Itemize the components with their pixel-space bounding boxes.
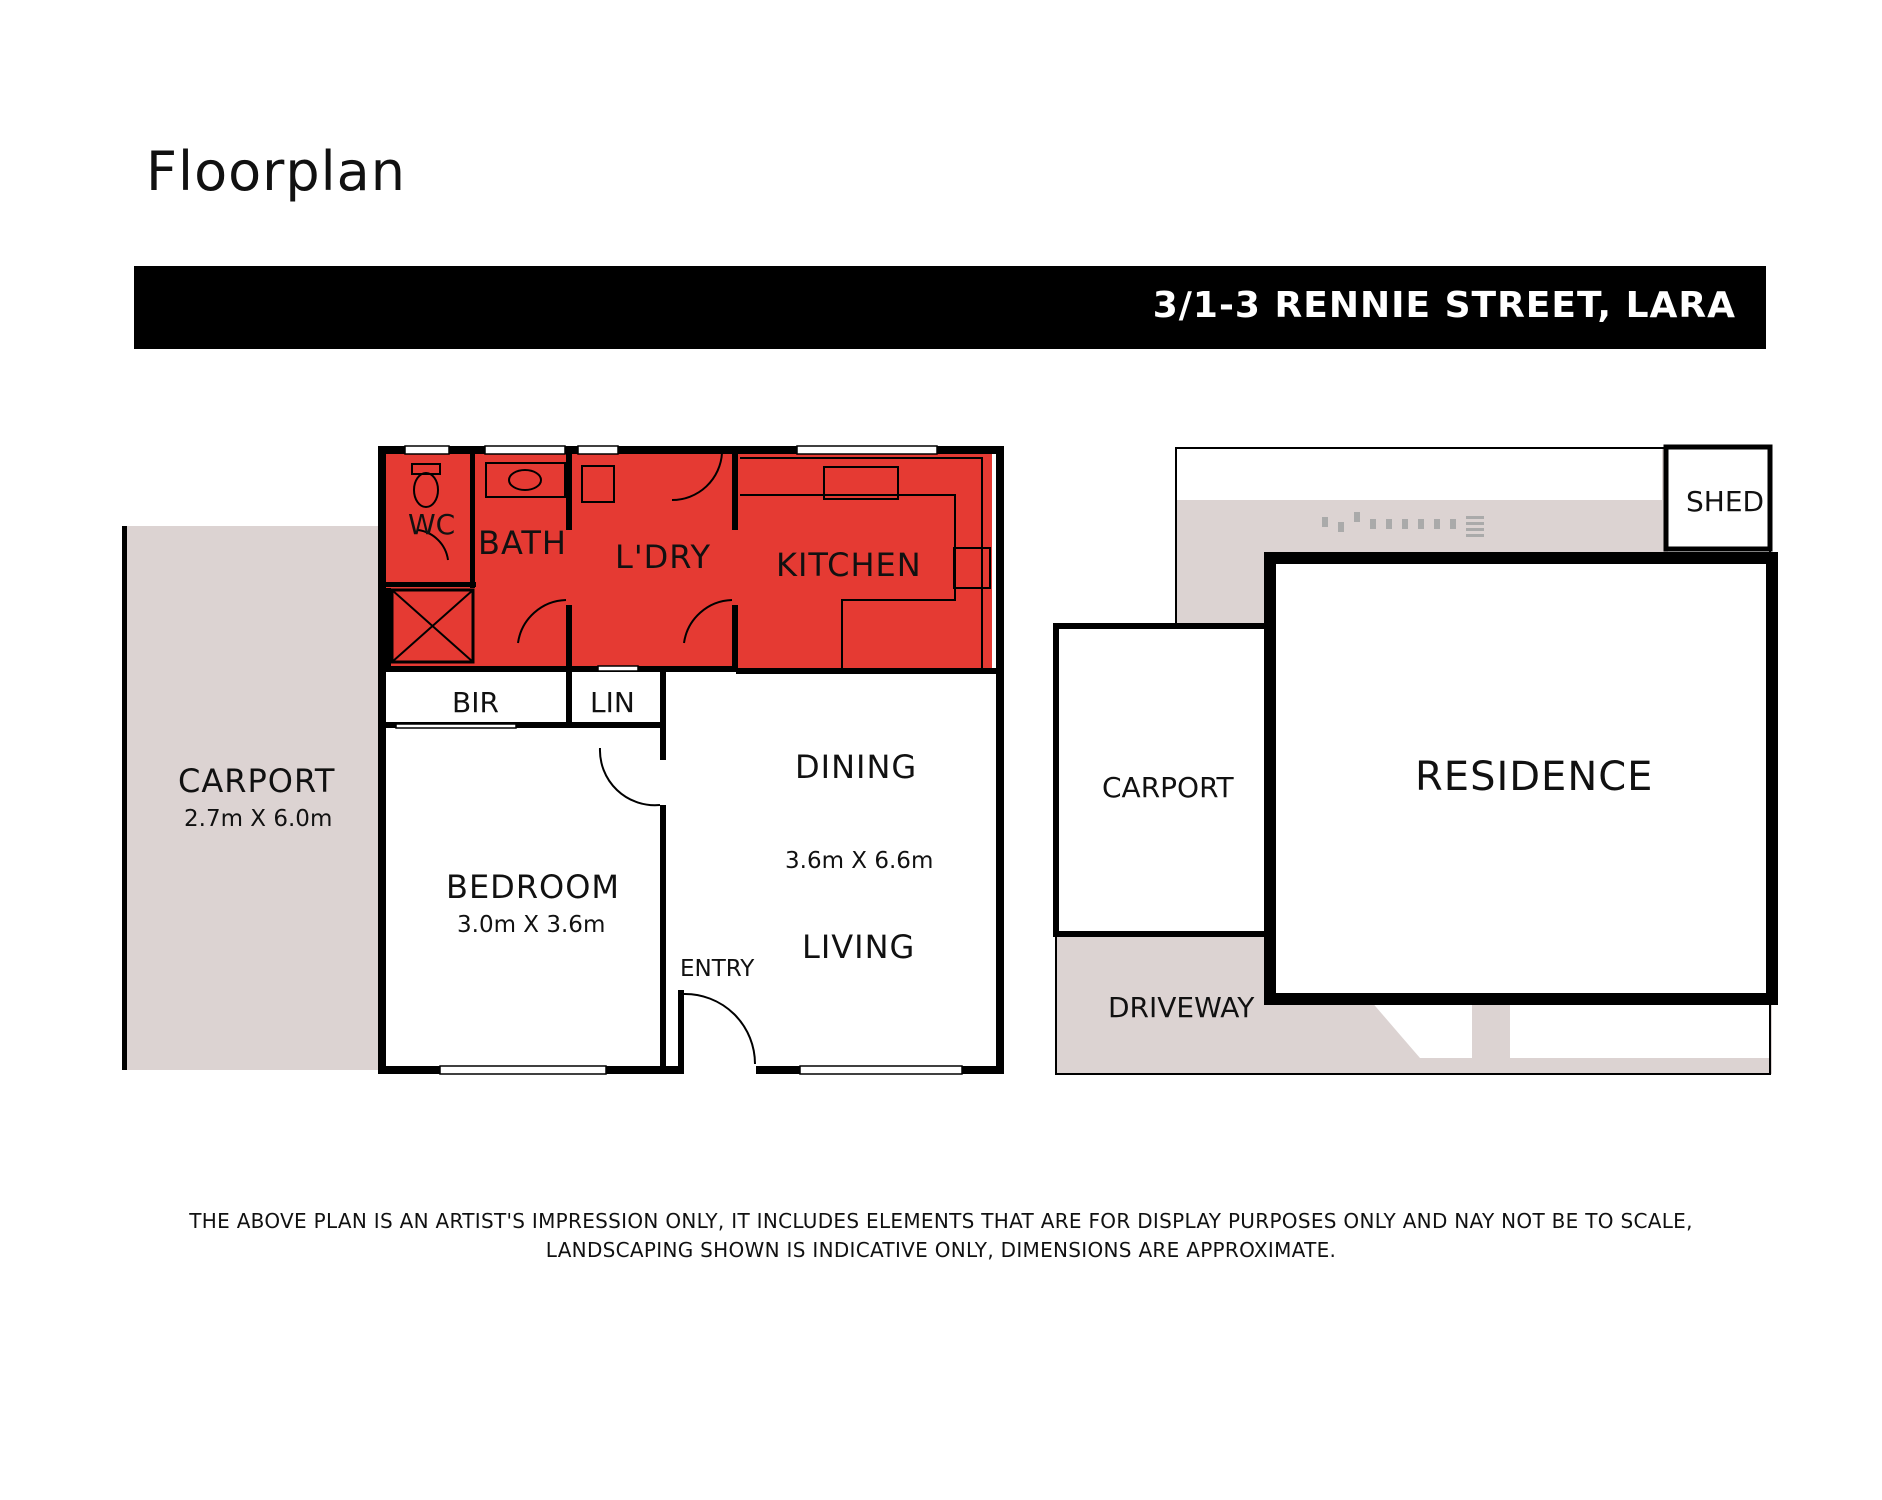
room-label-laundry: L'DRY — [615, 538, 711, 576]
floorplan-labels: WC BATH L'DRY KITCHEN BIR LIN DINING 3.6… — [178, 508, 933, 982]
cooktop — [953, 547, 991, 589]
room-dims-living: 3.6m X 6.6m — [785, 848, 933, 874]
vanity-basin — [508, 469, 542, 491]
carport-post-line — [122, 526, 127, 1070]
site-carport — [1053, 623, 1273, 937]
kitchen-bench — [740, 457, 983, 671]
room-label-wc: WC — [408, 508, 455, 541]
laundry-tub — [581, 465, 615, 503]
windows — [395, 445, 963, 1075]
shed — [1663, 444, 1773, 552]
room-label-living: LIVING — [802, 928, 915, 966]
property-address: 3/1-3 RENNIE STREET, LARA — [1152, 285, 1736, 326]
room-label-entry: ENTRY — [680, 956, 755, 982]
unit-floorplan — [122, 445, 1004, 1075]
kitchen-sink — [823, 466, 899, 500]
toilet-cistern — [411, 463, 441, 475]
kitchen-fill — [736, 452, 992, 674]
room-label-dining: DINING — [795, 748, 917, 786]
address-banner: 3/1-3 RENNIE STREET, LARA — [134, 266, 1766, 349]
page-title: Floorplan — [146, 140, 406, 203]
disclaimer-line-2: LANDSCAPING SHOWN IS INDICATIVE ONLY, DI… — [545, 1238, 1337, 1262]
driveway-white-cut — [1370, 1000, 1770, 1058]
door-swings — [417, 452, 756, 1065]
room-label-carport: CARPORT — [178, 762, 335, 800]
interior-walls — [386, 452, 1004, 1074]
residence — [1264, 552, 1778, 1005]
disclaimer-line-1: THE ABOVE PLAN IS AN ARTIST'S IMPRESSION… — [189, 1209, 1693, 1233]
site-label-shed: SHED — [1686, 485, 1764, 518]
vanity — [485, 462, 566, 498]
disclaimer: THE ABOVE PLAN IS AN ARTIST'S IMPRESSION… — [0, 1207, 1882, 1265]
shower-cross-2 — [391, 589, 474, 663]
site-plan-labels: SHED CARPORT RESIDENCE DRIVEWAY — [1102, 485, 1764, 1024]
room-label-bedroom: BEDROOM — [446, 868, 620, 906]
driveway-strip — [1472, 1000, 1510, 1058]
room-label-kitchen: KITCHEN — [776, 546, 922, 584]
site-label-driveway: DRIVEWAY — [1108, 991, 1255, 1024]
room-dims-carport: 2.7m X 6.0m — [184, 806, 332, 832]
carport-area — [124, 526, 382, 1070]
site-label-carport: CARPORT — [1102, 771, 1235, 804]
room-label-bath: BATH — [478, 524, 567, 562]
room-dims-bedroom: 3.0m X 3.6m — [457, 912, 605, 938]
yard-white-strip — [1176, 448, 1662, 500]
room-label-bir: BIR — [452, 686, 499, 719]
site-label-residence: RESIDENCE — [1415, 754, 1653, 800]
fence-pattern — [1322, 512, 1484, 537]
room-label-lin: LIN — [590, 686, 635, 719]
laundry-fill — [572, 452, 736, 668]
site-plan — [1053, 444, 1778, 1075]
